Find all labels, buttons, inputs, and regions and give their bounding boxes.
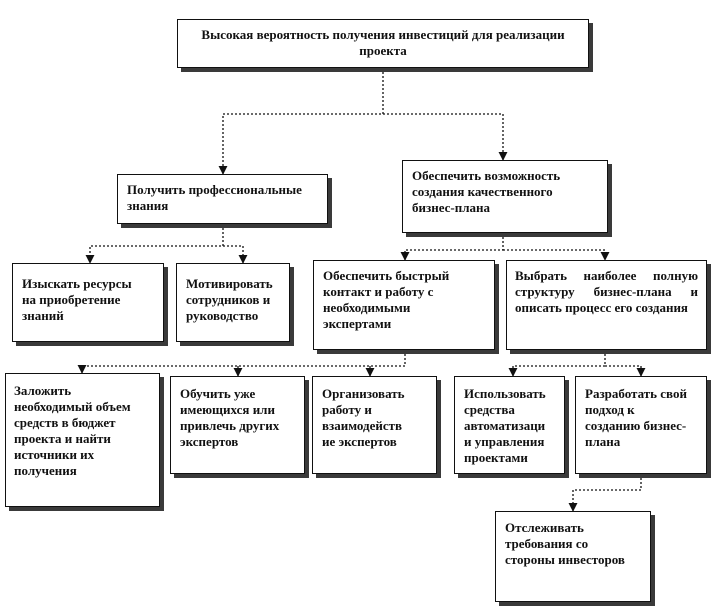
edge-business-plan-structure [503,249,610,261]
edge-knowledge-motivate [223,245,248,264]
node-root-goal: Высокая вероятность получения инвестиций… [177,19,589,68]
edge-business-plan-experts [400,233,504,261]
node-organize-experts: Организовать работу и взаимодейств ие эк… [312,376,437,474]
node-train-experts: Обучить уже имеющихся или привлечь други… [170,376,305,474]
node-investor-requirements: Отслеживать требования со стороны инвест… [495,511,651,602]
node-motivate-staff: Мотивировать сотрудников и руководство [176,263,290,342]
edge-own-approach-investors [568,474,642,512]
node-budget: Заложить необходимый объем средств в бюд… [5,373,160,507]
edge-experts-budget [77,350,406,374]
node-experts-contact: Обеспечить быстрый контакт и работу с не… [313,260,495,350]
edge-root-business-plan [383,113,508,161]
node-automation: Использовать средства автоматизаци и упр… [454,376,565,474]
node-plan-structure: Выбрать наиболее полную структуру бизнес… [506,260,707,350]
node-own-approach: Разработать свой подход к созданию бизне… [575,376,707,474]
edge-structure-automation [508,350,606,377]
edge-structure-own-approach [605,365,646,377]
node-get-knowledge: Получить профессиональные знания [117,174,328,224]
edge-root-knowledge [218,68,384,175]
node-find-resources: Изыскать ресурсы на приобретение знаний [12,263,164,342]
node-business-plan: Обеспечить возможность создания качестве… [402,160,608,233]
edge-knowledge-resources [85,224,224,264]
